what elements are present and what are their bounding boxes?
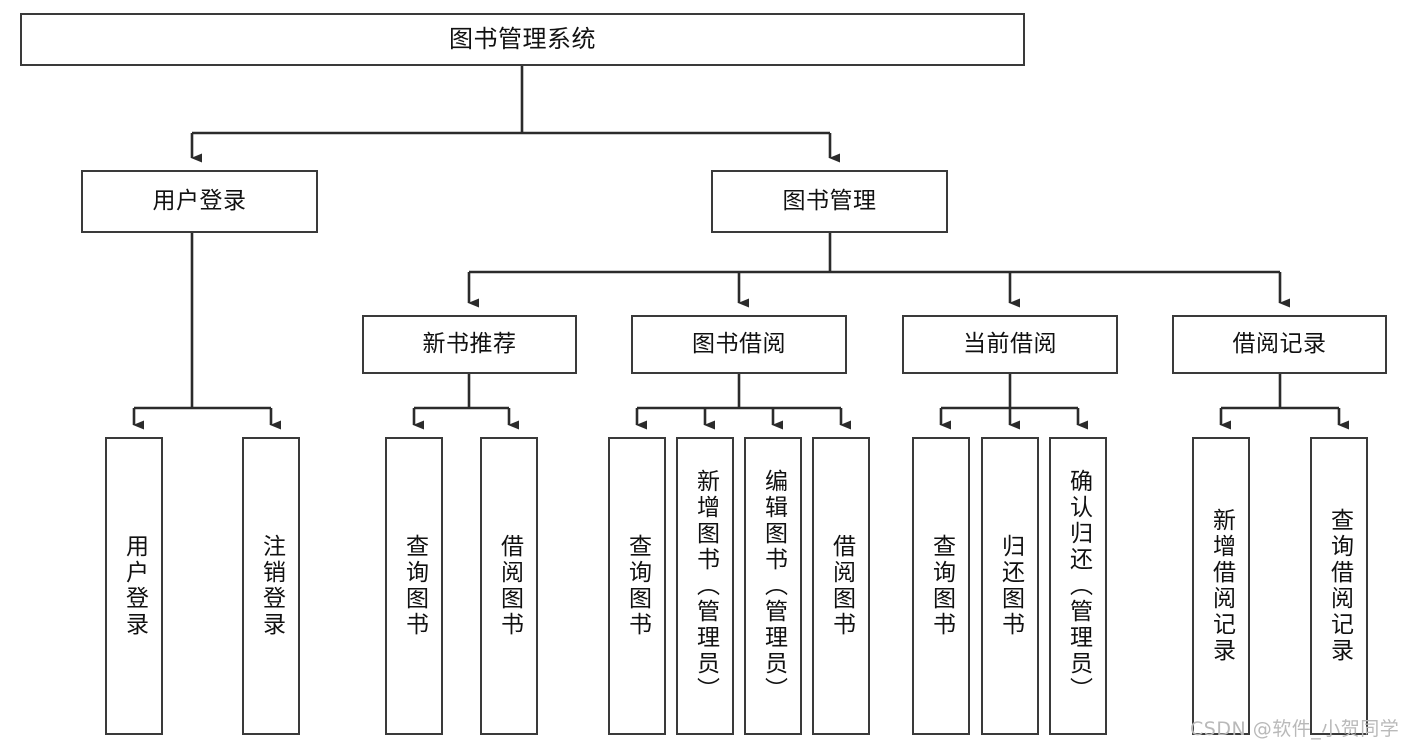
leaf-borrow-book-1-label: 借阅图书: [496, 534, 523, 638]
leaf-logout-label: 注销登录: [258, 534, 285, 638]
leaf-query-book-2[interactable]: 查询图书: [608, 437, 666, 735]
leaf-query-book-3[interactable]: 查询图书: [912, 437, 970, 735]
node-book-manage-label: 图书管理: [782, 187, 877, 214]
leaf-add-record-label: 新增借阅记录: [1208, 508, 1235, 664]
node-current-borrow-label: 当前借阅: [963, 330, 1057, 357]
leaf-query-record-label: 查询借阅记录: [1326, 508, 1353, 664]
node-book-borrow-label: 图书借阅: [692, 330, 786, 357]
leaf-confirm-return[interactable]: 确认归还（管理员）: [1049, 437, 1107, 735]
node-book-manage[interactable]: 图书管理: [711, 170, 948, 233]
node-borrow-record[interactable]: 借阅记录: [1172, 315, 1387, 374]
node-borrow-record-label: 借阅记录: [1232, 330, 1327, 357]
leaf-return-book[interactable]: 归还图书: [981, 437, 1039, 735]
leaf-add-record[interactable]: 新增借阅记录: [1192, 437, 1250, 735]
leaf-user-login-label: 用户登录: [121, 534, 148, 638]
leaf-return-book-label: 归还图书: [997, 534, 1024, 638]
leaf-confirm-return-label: 确认归还（管理员）: [1065, 469, 1092, 703]
leaf-user-login[interactable]: 用户登录: [105, 437, 163, 735]
leaf-add-book-label: 新增图书（管理员）: [692, 469, 719, 703]
leaf-query-book-2-label: 查询图书: [624, 534, 651, 638]
leaf-edit-book[interactable]: 编辑图书（管理员）: [744, 437, 802, 735]
node-current-borrow[interactable]: 当前借阅: [902, 315, 1118, 374]
leaf-borrow-book-2[interactable]: 借阅图书: [812, 437, 870, 735]
leaf-logout[interactable]: 注销登录: [242, 437, 300, 735]
node-new-book-recommend[interactable]: 新书推荐: [362, 315, 577, 374]
leaf-query-book-1[interactable]: 查询图书: [385, 437, 443, 735]
node-user-login-label: 用户登录: [152, 187, 247, 214]
node-book-borrow[interactable]: 图书借阅: [631, 315, 847, 374]
leaf-query-book-1-label: 查询图书: [401, 534, 428, 638]
node-root-label: 图书管理系统: [449, 25, 596, 54]
watermark: CSDN @软件_小贺同学: [1190, 718, 1400, 740]
leaf-edit-book-label: 编辑图书（管理员）: [760, 469, 787, 703]
leaf-borrow-book-2-label: 借阅图书: [828, 534, 855, 638]
node-user-login[interactable]: 用户登录: [81, 170, 318, 233]
leaf-query-record[interactable]: 查询借阅记录: [1310, 437, 1368, 735]
leaf-add-book[interactable]: 新增图书（管理员）: [676, 437, 734, 735]
node-root[interactable]: 图书管理系统: [20, 13, 1025, 66]
leaf-borrow-book-1[interactable]: 借阅图书: [480, 437, 538, 735]
leaf-query-book-3-label: 查询图书: [928, 534, 955, 638]
node-new-book-recommend-label: 新书推荐: [422, 330, 517, 357]
